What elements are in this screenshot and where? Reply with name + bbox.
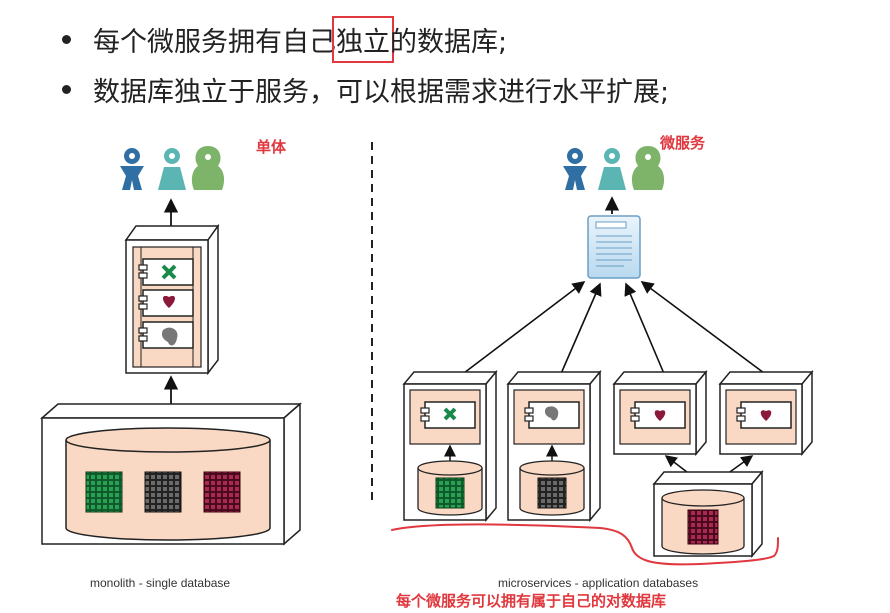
component-card <box>138 258 194 286</box>
user-blue-icon <box>120 148 144 190</box>
document-icon <box>587 215 641 279</box>
heart-icon <box>162 295 176 308</box>
bullet-1-text-b: 的数据库; <box>390 26 508 58</box>
service-arrows <box>459 281 769 377</box>
user-group-monolith <box>120 146 225 190</box>
bullet-2-text: 数据库独立于服务，可以根据需求进行水平扩展; <box>93 76 670 108</box>
service-box-1 <box>402 369 498 523</box>
service-box-4 <box>718 369 814 457</box>
cross-icon <box>161 264 177 280</box>
user-group-microservices <box>563 146 665 190</box>
service-box-3 <box>612 369 708 457</box>
user-green-icon <box>631 146 665 190</box>
monolith-tag: 单体 <box>256 138 287 156</box>
microservices-tag: 微服务 <box>659 134 706 152</box>
data-grid-gray <box>537 477 567 509</box>
bullet-dot <box>62 84 71 94</box>
annotation-underline <box>391 523 779 566</box>
monolith-caption: monolith - single database <box>90 576 230 590</box>
user-teal-icon <box>158 148 186 190</box>
heart-icon <box>760 410 772 421</box>
pebble-icon <box>544 406 559 421</box>
bullet-list: 每个微服务拥有自己独立的数据库; 数据库独立于服务，可以根据需求进行水平扩展; <box>58 14 669 114</box>
bullet-dot <box>62 34 71 44</box>
shared-database-server <box>652 469 764 559</box>
bullet-1-text-a: 每个微服务拥有自己 <box>93 26 336 58</box>
bullet-item-1: 每个微服务拥有自己独立的数据库; <box>58 14 669 64</box>
data-grid-red <box>687 509 719 545</box>
user-blue-icon <box>563 148 587 190</box>
monolith-database-server <box>40 402 302 546</box>
data-grid-green <box>435 477 465 509</box>
microservices-side: 微服务 <box>391 134 814 610</box>
heart-icon <box>654 410 666 421</box>
monolith-side: 单体 <box>40 138 302 590</box>
microservices-caption: microservices - application databases <box>498 576 698 590</box>
cross-icon <box>443 407 457 421</box>
bullet-1-highlight: 独立 <box>332 15 394 63</box>
data-grid-red <box>203 471 241 513</box>
user-green-icon <box>191 146 225 190</box>
pebble-icon <box>161 327 178 346</box>
microservices-note: 每个微服务可以拥有属于自己的对数据库 <box>396 592 666 610</box>
monolith-app-server <box>124 223 220 376</box>
data-grid-gray <box>144 471 182 513</box>
data-grid-green <box>85 471 123 513</box>
service-box-2 <box>506 369 602 523</box>
bullet-item-2: 数据库独立于服务，可以根据需求进行水平扩展; <box>58 64 669 114</box>
user-teal-icon <box>598 148 626 190</box>
